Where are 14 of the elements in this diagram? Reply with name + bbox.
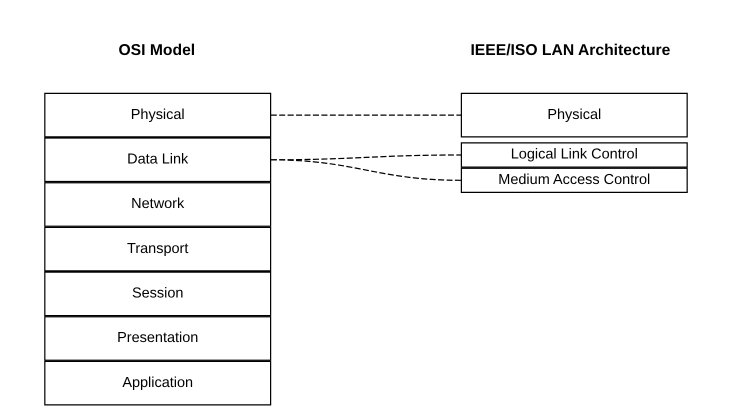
node-box: Session xyxy=(44,271,271,316)
node-box: Medium Access Control xyxy=(460,168,688,193)
connector xyxy=(270,114,461,116)
node-box: Data Link xyxy=(44,137,271,182)
label: OSI Model xyxy=(118,42,195,60)
node-box: Logical Link Control xyxy=(460,142,688,168)
connector xyxy=(270,159,461,181)
node-box: Physical xyxy=(44,92,271,138)
node-box: Network xyxy=(44,182,271,227)
node-box: Application xyxy=(44,360,271,406)
node-box: Physical xyxy=(460,92,688,138)
node-box: Presentation xyxy=(44,316,271,361)
node-box: Transport xyxy=(44,226,271,272)
label: IEEE/ISO LAN Architecture xyxy=(470,42,670,60)
